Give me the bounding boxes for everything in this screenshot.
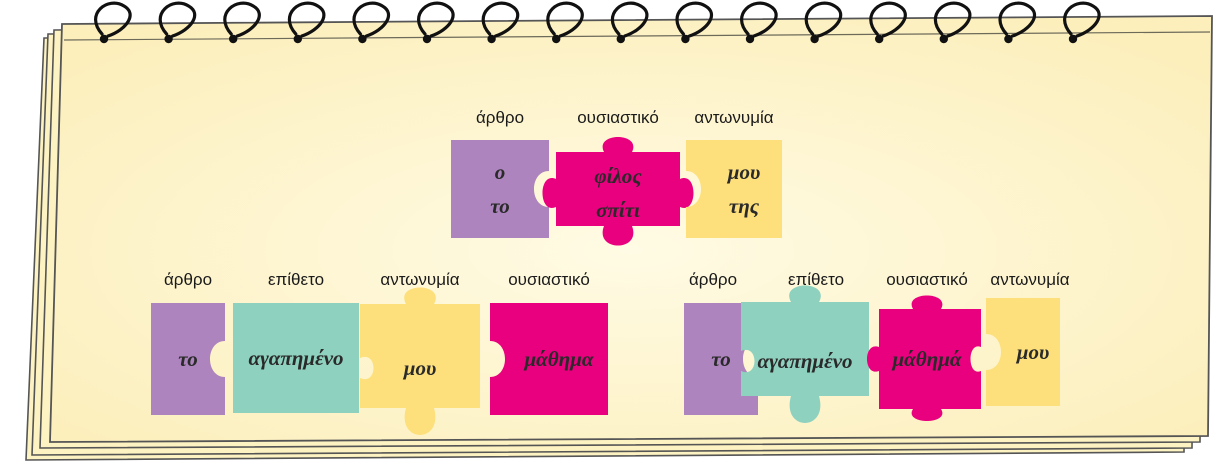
piece-word: το	[711, 347, 731, 371]
piece-words: το	[684, 303, 768, 415]
piece-word: το	[178, 347, 198, 371]
spiral-ring	[804, 1, 843, 44]
spiral-ring	[933, 1, 972, 44]
puzzle-piece[interactable]: το	[684, 303, 758, 415]
puzzle-piece-shape	[741, 285, 869, 423]
puzzle-piece[interactable]: φίλος σπίτι	[542, 137, 694, 248]
puzzle-piece[interactable]: ο το	[451, 140, 549, 238]
piece-word: αγαπημένο	[757, 349, 853, 373]
piece-category-label: επίθετο	[267, 270, 325, 289]
piece-words: μου της	[686, 140, 792, 238]
piece-word: φίλος	[594, 164, 642, 188]
spiral-ring	[546, 1, 584, 44]
spiral-ring	[998, 1, 1036, 44]
puzzle-piece[interactable]: μάθημά	[867, 295, 981, 421]
spiral-ring	[740, 1, 778, 44]
puzzle-piece[interactable]: μου	[360, 287, 480, 438]
puzzle-piece-shape	[986, 298, 1060, 406]
puzzle-piece-shape	[233, 303, 359, 413]
puzzle-piece-shape	[151, 303, 225, 415]
piece-words: ο το	[451, 140, 559, 238]
piece-category-label: επίθετο	[787, 270, 845, 289]
piece-word: ο	[494, 160, 506, 184]
piece-category-label: άρθρο	[163, 270, 213, 289]
spiral-ring	[94, 1, 132, 44]
puzzle-piece[interactable]: το	[151, 303, 225, 415]
spiral-ring	[1063, 1, 1101, 44]
piece-word: μου	[727, 160, 761, 184]
puzzle-piece[interactable]: μου	[986, 298, 1060, 406]
piece-words: μάθημα	[490, 303, 618, 415]
piece-category-label: αντωνυμία	[990, 270, 1070, 289]
puzzle-piece[interactable]: αγαπημένο	[233, 303, 359, 413]
piece-category-label: ουσιαστικό	[508, 270, 590, 289]
puzzle-piece-shape	[867, 295, 981, 421]
spiral-ring	[481, 1, 520, 44]
piece-word: σπίτι	[596, 198, 640, 222]
piece-category-label: άρθρο	[688, 270, 738, 289]
spiral-ring	[158, 1, 197, 44]
puzzle-piece-shape	[542, 137, 694, 246]
piece-word: μάθημά	[892, 347, 962, 371]
spiral-ring	[417, 1, 455, 44]
puzzle-piece[interactable]: μου της	[686, 140, 782, 238]
puzzle-piece-shape	[360, 287, 480, 435]
piece-category-label: άρθρο	[475, 108, 525, 127]
spiral-ring	[352, 1, 390, 44]
piece-word: αγαπημένο	[248, 346, 344, 370]
piece-category-label: ουσιαστικό	[577, 108, 659, 127]
piece-words: φίλος σπίτι	[548, 138, 688, 248]
spiral-ring	[223, 1, 261, 44]
piece-words: αγαπημένο	[741, 296, 869, 438]
piece-word: το	[490, 194, 510, 218]
piece-word: μου	[1016, 340, 1050, 364]
puzzle-piece-shape	[686, 140, 782, 238]
spiral-ring	[287, 1, 326, 44]
piece-words: το	[151, 303, 235, 415]
piece-words: μάθημά	[873, 301, 981, 429]
puzzle-piece-shape	[451, 140, 549, 238]
puzzle-piece[interactable]: αγαπημένο	[741, 285, 869, 426]
puzzle-piece-shape	[490, 303, 608, 415]
piece-word: μου	[403, 356, 437, 380]
piece-category-label: αντωνυμία	[380, 270, 460, 289]
spiral-ring	[610, 1, 649, 44]
puzzle-piece[interactable]: μάθημα	[490, 303, 608, 415]
piece-category-label: αντωνυμία	[694, 108, 774, 127]
piece-word: μάθημα	[524, 347, 594, 371]
puzzle-piece-shape	[684, 303, 758, 415]
piece-words: αγαπημένο	[233, 303, 359, 413]
piece-word: της	[728, 194, 760, 218]
spiral-ring	[675, 1, 713, 44]
piece-category-label: ουσιαστικό	[886, 270, 968, 289]
piece-words: μου	[986, 298, 1070, 406]
piece-words: μου	[360, 298, 480, 450]
spiral-ring	[869, 1, 907, 44]
